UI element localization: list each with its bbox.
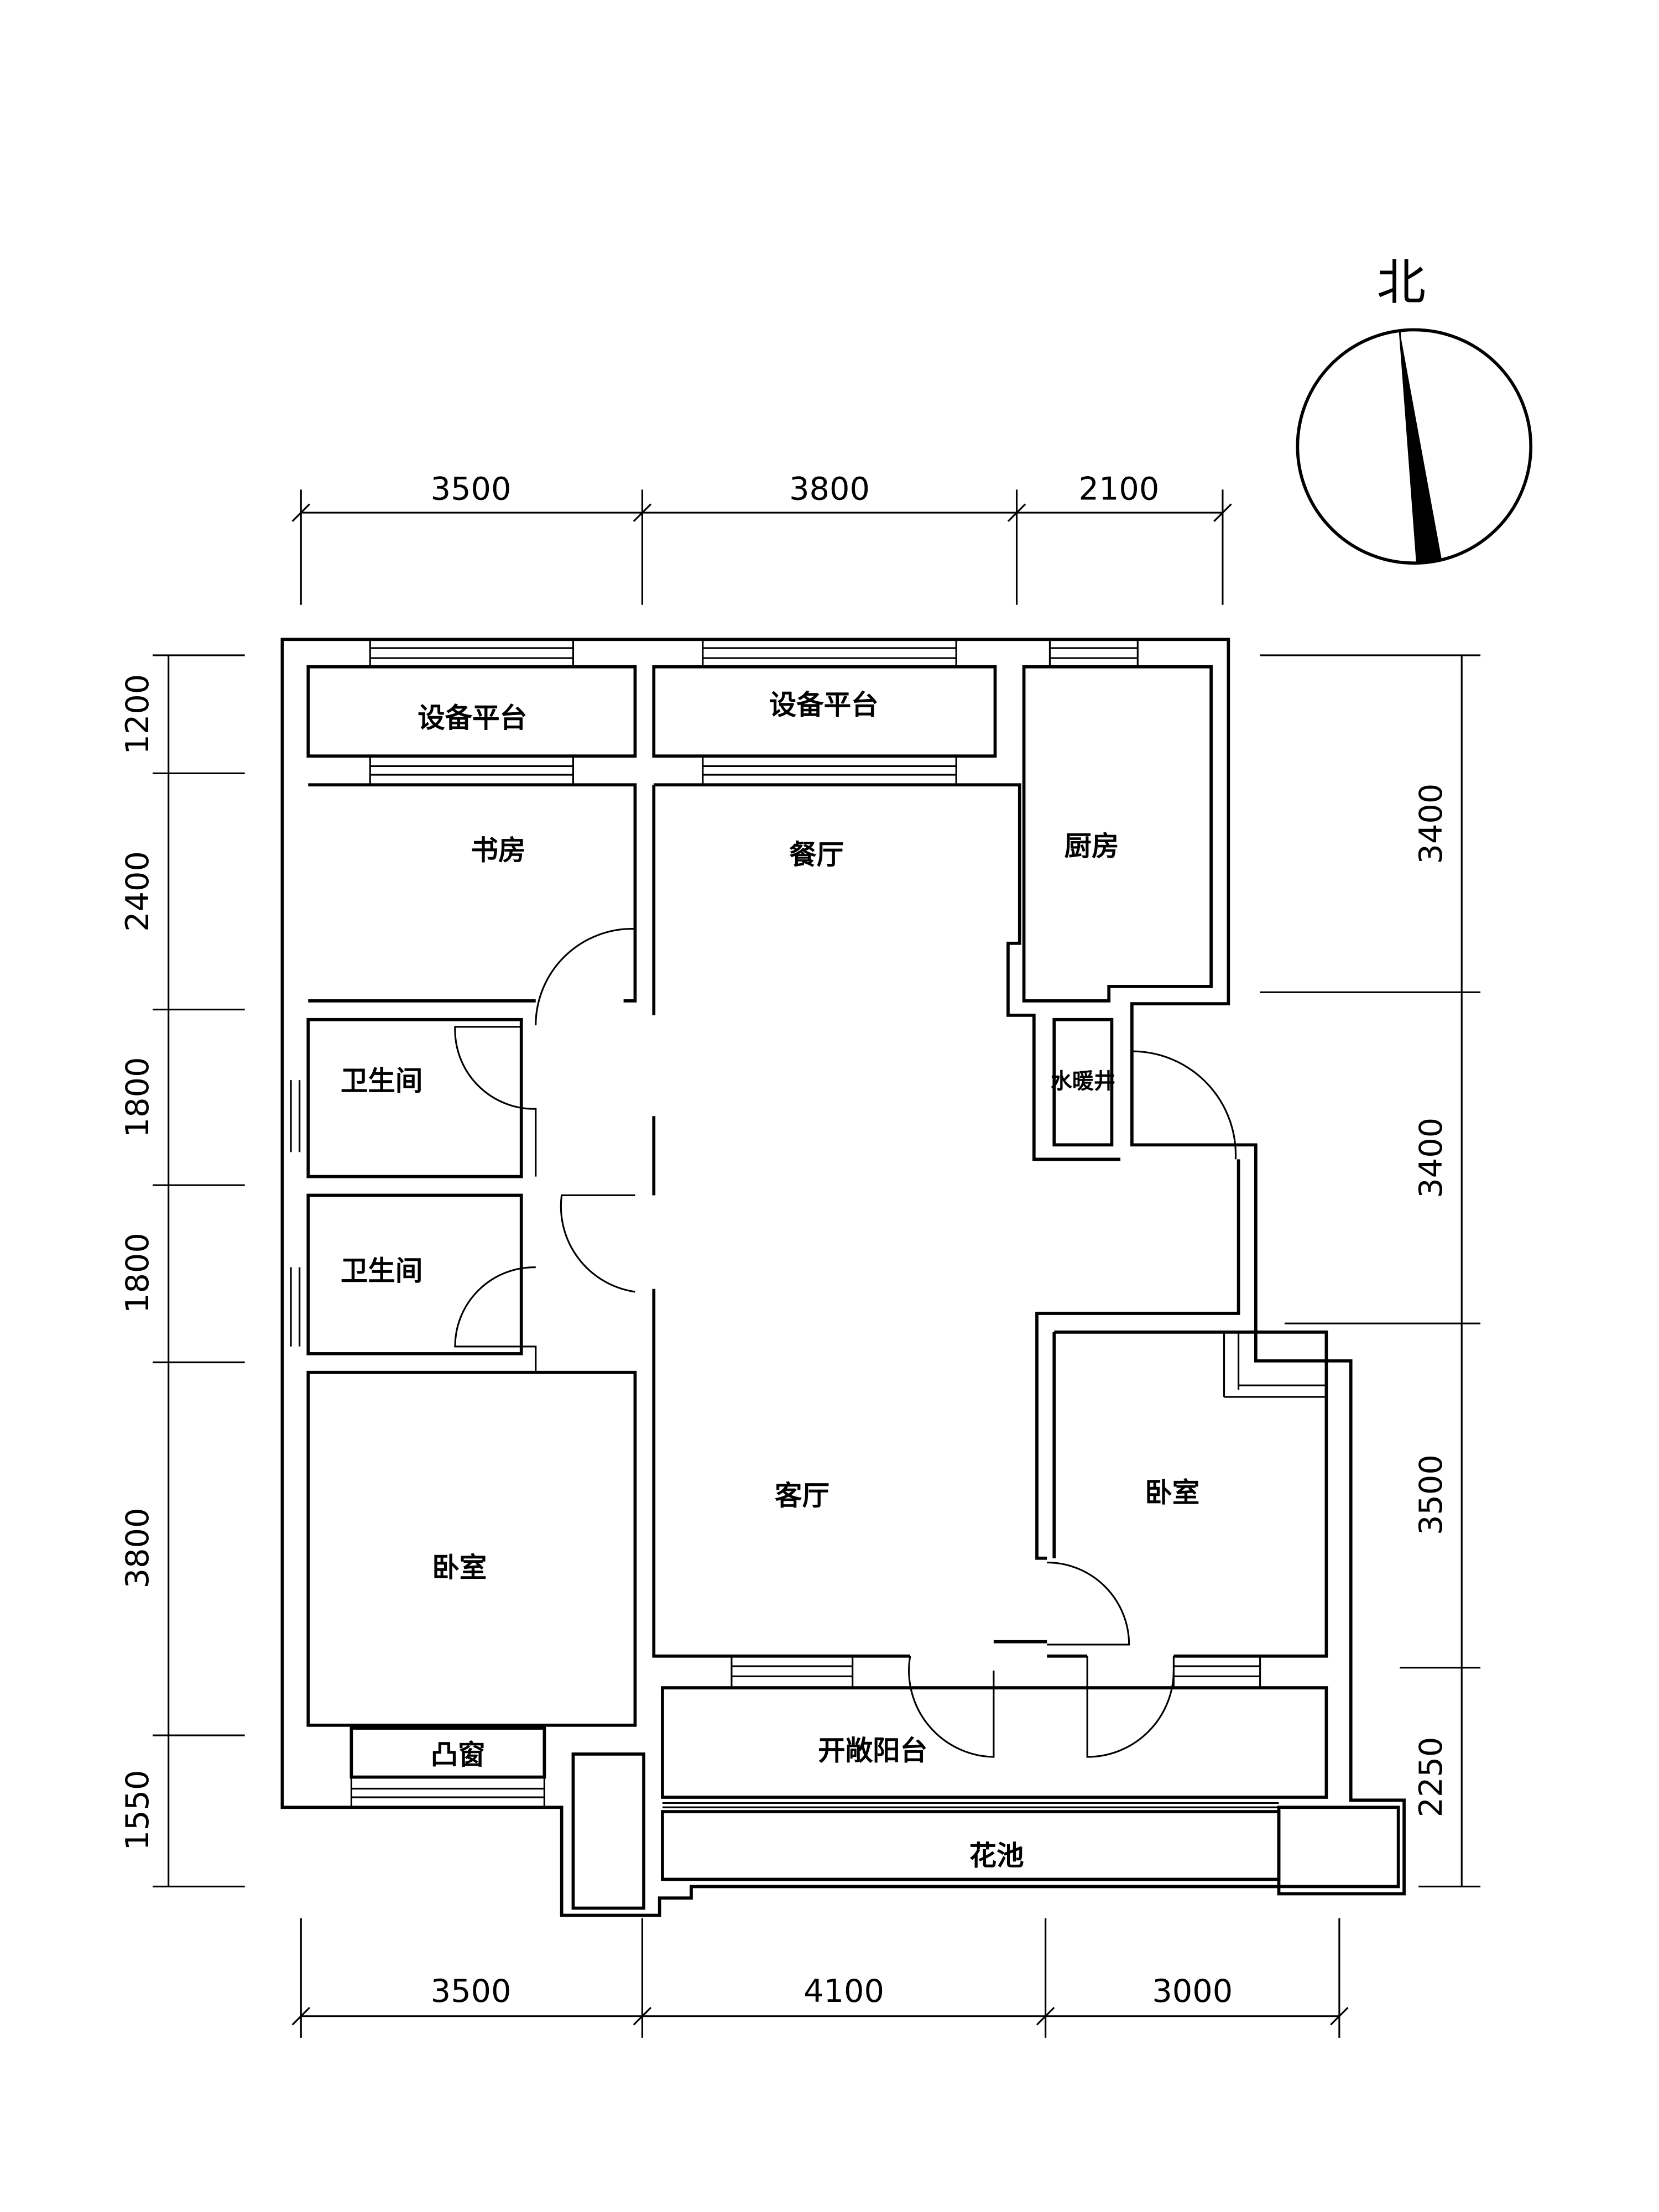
ac-unit-right <box>1277 1806 1400 1888</box>
dim-bottom-3: 3000 <box>1152 1973 1233 2010</box>
study <box>308 783 637 1003</box>
room-label-planter: 花池 <box>969 1839 1024 1871</box>
room-label-platform-left: 设备平台 <box>418 702 527 734</box>
dim-bottom-1: 3500 <box>431 1973 512 2010</box>
dim-top-1: 3500 <box>431 471 512 508</box>
room-label-bath-2: 卫生间 <box>341 1255 422 1287</box>
dim-right-2: 3400 <box>1412 1118 1449 1198</box>
shaft <box>1052 1018 1114 1147</box>
windows <box>281 639 1327 1808</box>
north-label: 北 <box>1377 254 1426 311</box>
platform-mid <box>652 665 997 758</box>
dim-right-1: 3400 <box>1412 784 1449 864</box>
door-swings <box>454 928 1237 1758</box>
room-label-kitchen: 厨房 <box>1064 830 1119 862</box>
bay-window <box>349 1726 546 1779</box>
room-label-bay-window: 凸窗 <box>431 1739 486 1771</box>
room-label-shaft: 水暖井 <box>1051 1070 1115 1094</box>
bedroom-right <box>1047 1330 1328 1658</box>
room-label-bedroom-right: 卧室 <box>1145 1477 1199 1509</box>
dim-bottom-2: 4100 <box>804 1973 884 2010</box>
north-arrow-icon <box>1296 328 1533 565</box>
dim-left-5: 3800 <box>119 1508 156 1589</box>
room-label-bath-1: 卫生间 <box>341 1065 422 1097</box>
dim-left-4: 1800 <box>119 1233 156 1313</box>
dim-right-4: 2250 <box>1412 1737 1449 1818</box>
room-label-dining: 餐厅 <box>789 838 844 870</box>
dim-left-2: 2400 <box>119 851 156 932</box>
room-label-study: 书房 <box>471 834 526 867</box>
bath-1 <box>306 1018 523 1178</box>
kitchen <box>1022 665 1213 1003</box>
dim-left-1: 1200 <box>119 674 156 755</box>
dim-left-6: 1550 <box>119 1770 156 1851</box>
dimension-lines <box>153 489 1481 2038</box>
bedroom-left <box>306 1370 637 1727</box>
dim-right-3: 3500 <box>1412 1454 1449 1535</box>
room-label-bedroom-left: 卧室 <box>432 1552 487 1584</box>
room-label-platform-mid: 设备平台 <box>769 689 879 721</box>
ac-unit-left <box>571 1752 645 1910</box>
room-label-balcony: 开敞阳台 <box>818 1734 927 1766</box>
platform-left <box>306 665 637 758</box>
room-label-living: 客厅 <box>775 1479 830 1511</box>
dim-top-3: 2100 <box>1079 471 1160 508</box>
dim-left-3: 1800 <box>119 1057 156 1138</box>
dim-top-2: 3800 <box>789 471 870 508</box>
dining-living <box>652 783 1240 1658</box>
